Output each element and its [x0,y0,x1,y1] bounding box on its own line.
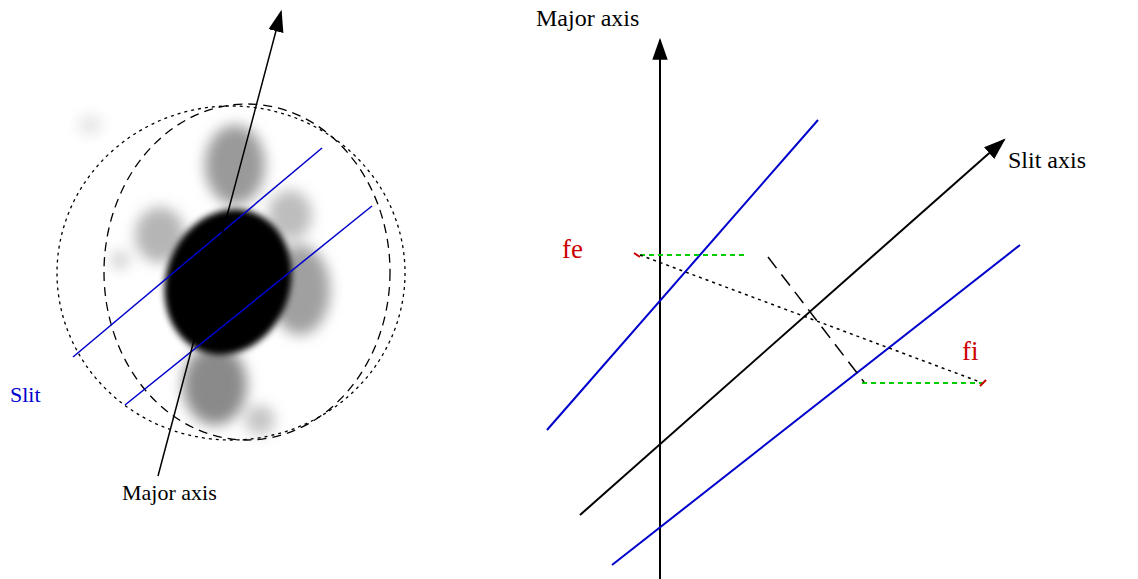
slit-edge [125,206,372,405]
tick-mark [980,380,986,386]
axis-label: Major axis [122,482,217,504]
outer-ellipse [57,106,405,440]
axis-label: Major axis [536,6,639,30]
slit-axis-arrow [580,140,1004,515]
quantity-label: fe [562,236,583,263]
slit-edge [547,120,818,430]
dotted-line [640,255,980,382]
axis-label: Slit axis [1008,148,1086,172]
slit-edge [612,245,1020,565]
galaxy-image [78,115,330,435]
quantity-label: fi [962,338,979,365]
inner-ellipse [104,104,390,440]
major-axis-arrow [158,12,281,476]
tick-mark [634,253,640,257]
perpendicular-line [768,257,864,382]
projection-line [862,382,988,384]
slit-label: Slit [10,384,41,406]
projection-line [640,254,745,256]
major-axis-arrow [659,40,661,579]
